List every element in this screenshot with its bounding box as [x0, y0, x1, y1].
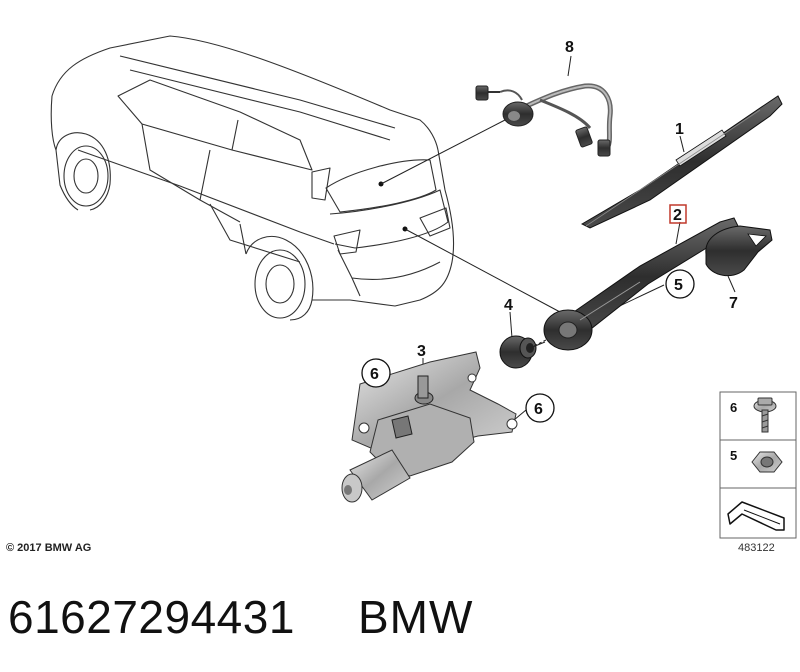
callout-6-left[interactable]: 6	[361, 358, 391, 388]
callout-7[interactable]: 7	[729, 295, 738, 312]
callout-1[interactable]: 1	[675, 121, 684, 138]
part-7-cover-cap	[705, 225, 773, 277]
part-8-wiring-harness	[475, 83, 613, 157]
svg-text:6: 6	[534, 401, 543, 418]
callout-6-right[interactable]: 6	[525, 393, 555, 423]
hex-nut-icon	[751, 451, 783, 473]
part-4-grommet	[499, 335, 546, 369]
svg-text:3: 3	[417, 343, 426, 360]
svg-text:7: 7	[729, 295, 738, 312]
svg-text:8: 8	[565, 39, 574, 56]
part-1-wiper-blade	[580, 95, 783, 229]
svg-text:4: 4	[504, 297, 513, 314]
callout-4[interactable]: 4	[504, 297, 513, 314]
callout-5[interactable]: 5	[665, 269, 695, 299]
part-2-wiper-arm	[543, 217, 739, 351]
svg-text:5: 5	[674, 277, 683, 294]
assembly-direction-icon	[727, 501, 785, 531]
svg-text:6: 6	[370, 366, 379, 383]
svg-text:1: 1	[675, 121, 684, 138]
parts-diagram: 1 2 3 4 5 6 6 7 8 6	[50, 35, 797, 539]
part-3-wiper-motor	[341, 351, 518, 503]
screw-icon	[753, 397, 777, 433]
diagram-reference-number: 483122	[738, 542, 775, 554]
part-number: 61627294431	[8, 591, 295, 643]
vehicle-outline	[50, 35, 455, 321]
legend-label-6: 6	[730, 400, 737, 415]
svg-text:2: 2	[673, 207, 682, 224]
callout-3[interactable]: 3	[417, 343, 426, 360]
callout-8[interactable]: 8	[565, 39, 574, 56]
legend-label-5: 5	[730, 448, 737, 463]
assembly-line	[529, 339, 547, 349]
callout-2-highlighted[interactable]: 2	[669, 204, 687, 224]
brand-name: BMW	[358, 591, 474, 643]
legend-box: 6 5	[719, 391, 797, 539]
copyright-notice: © 2017 BMW AG	[6, 542, 92, 554]
